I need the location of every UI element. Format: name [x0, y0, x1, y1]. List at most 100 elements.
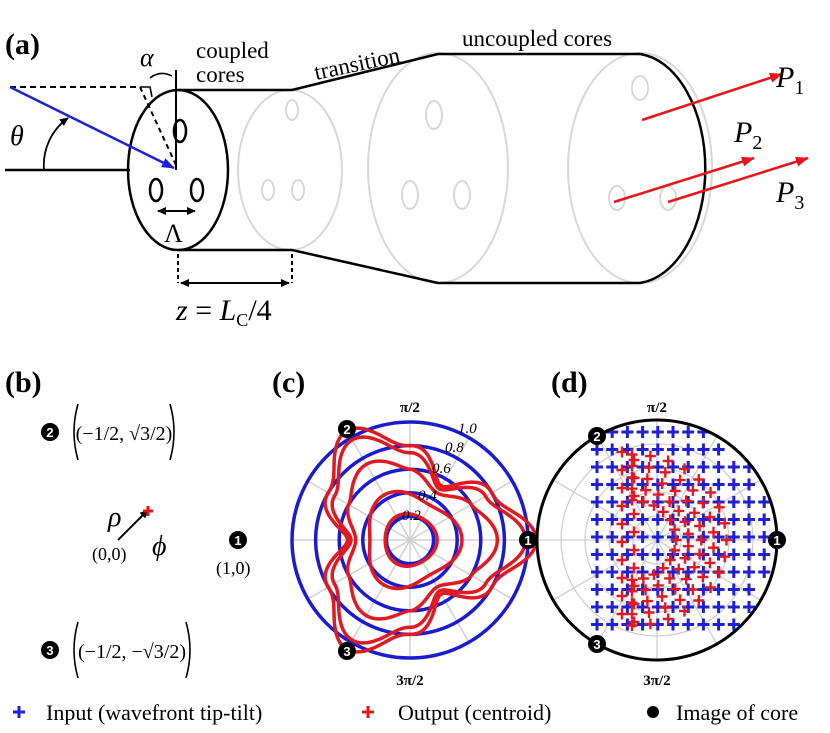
output-marker: [616, 572, 628, 584]
input-marker: [636, 548, 649, 561]
input-marker: [727, 548, 740, 561]
output-marker: [669, 524, 681, 536]
output-marker: [641, 473, 653, 485]
input-marker: [743, 566, 755, 578]
input-marker: [712, 601, 725, 613]
output-marker: [643, 462, 655, 473]
output-marker: [656, 478, 668, 489]
output-marker: [616, 590, 628, 602]
output-marker: [719, 517, 731, 529]
input-marker: [682, 478, 695, 491]
faint-core: [261, 179, 275, 201]
p3-label: P3: [775, 176, 804, 214]
input-marker: [712, 443, 725, 456]
input-marker: [651, 426, 664, 438]
output-marker: [664, 514, 676, 526]
output-arrow-p1: [641, 72, 783, 122]
input-marker: [758, 566, 771, 578]
input-marker: [743, 478, 755, 491]
output-marker: [669, 485, 681, 497]
uncoupled-label: uncoupled cores: [462, 26, 612, 51]
input-marker: [712, 548, 725, 561]
legend-core-label: Image of core: [676, 700, 798, 725]
input-marker: [727, 513, 740, 526]
radial-label: 1.0: [458, 421, 477, 437]
core-3-badge: [588, 635, 606, 653]
input-marker: [606, 601, 619, 613]
panel-b-label: (b): [5, 366, 42, 399]
core-1-badge-number: 1: [773, 533, 780, 548]
core-2-badge-number: 2: [343, 422, 350, 437]
centroid-curve: [330, 435, 528, 645]
input-marker: [727, 583, 740, 596]
faint-core: [659, 185, 677, 211]
input-marker: [743, 513, 755, 526]
polar-spoke: [552, 479, 658, 541]
output-marker: [694, 548, 706, 560]
core-2-badge: [41, 423, 59, 441]
input-marker: [591, 618, 603, 631]
output-marker: [628, 598, 640, 610]
centroid-curve: [367, 489, 464, 591]
output-marker: [708, 526, 719, 538]
faint-section-3: [567, 52, 713, 284]
input-marker: [697, 583, 710, 596]
output-marker: [616, 464, 628, 476]
paren-left: [73, 621, 79, 679]
p2-label: P2: [733, 116, 762, 154]
lambda-label: Λ: [164, 219, 183, 248]
core-2-coordinates: (−1/2, √3/2): [76, 423, 173, 445]
input-marker: [743, 583, 755, 596]
output-marker: [657, 562, 669, 574]
input-marker: [606, 531, 619, 543]
output-marker: [674, 594, 686, 606]
input-marker: [667, 443, 679, 456]
polar-spoke: [409, 480, 513, 541]
polar-c-top-label: π/2: [400, 400, 420, 416]
input-marker: [591, 513, 603, 526]
output-marker: [713, 567, 725, 579]
output-marker: [693, 474, 705, 485]
polar-c-bottom-label: 3π/2: [396, 673, 423, 689]
input-marker: [667, 566, 679, 578]
input-marker: [727, 531, 740, 543]
panel-d: (d) π/2 3π/2 1 2 3: [535, 366, 786, 689]
input-marker: [743, 531, 755, 543]
core-3-coordinates: (−1/2, −√3/2): [78, 641, 186, 663]
output-marker: [674, 474, 686, 486]
faint-section-1: [237, 89, 343, 251]
input-marker: [636, 513, 649, 526]
input-marker: [697, 513, 710, 526]
output-arrow-p2: [613, 156, 755, 204]
centroid-curve: [383, 512, 439, 568]
output-marker: [652, 579, 664, 591]
entrance-core-2: [148, 177, 164, 203]
input-marker: [606, 548, 619, 561]
faint-cross-sections: [237, 52, 713, 284]
output-marker: [648, 569, 660, 581]
output-marker: [679, 605, 690, 617]
output-marker: [713, 501, 725, 513]
output-marker: [616, 536, 628, 548]
core-2-badge: [588, 427, 606, 445]
output-arrow-p3: [667, 156, 809, 204]
coupled-label-2: cores: [196, 62, 245, 87]
origin-label: (0,0): [92, 544, 127, 565]
alpha-label: α: [140, 43, 155, 72]
output-marker: [695, 534, 707, 546]
output-marker: [659, 602, 671, 614]
faint-core: [425, 100, 443, 130]
output-marker: [693, 595, 705, 606]
output-marker: [640, 484, 652, 496]
radial-label: 0.4: [418, 488, 437, 504]
faint-core: [285, 99, 299, 121]
input-marker: [667, 426, 679, 438]
output-marker: [626, 608, 638, 620]
core-1-coordinates: (1,0): [216, 558, 251, 579]
radial-label: 0.8: [445, 440, 464, 456]
output-marker: [659, 466, 671, 478]
output-marker: [628, 472, 640, 484]
input-marker: [591, 496, 603, 508]
output-marker: [719, 551, 731, 563]
input-marker: [636, 478, 649, 491]
